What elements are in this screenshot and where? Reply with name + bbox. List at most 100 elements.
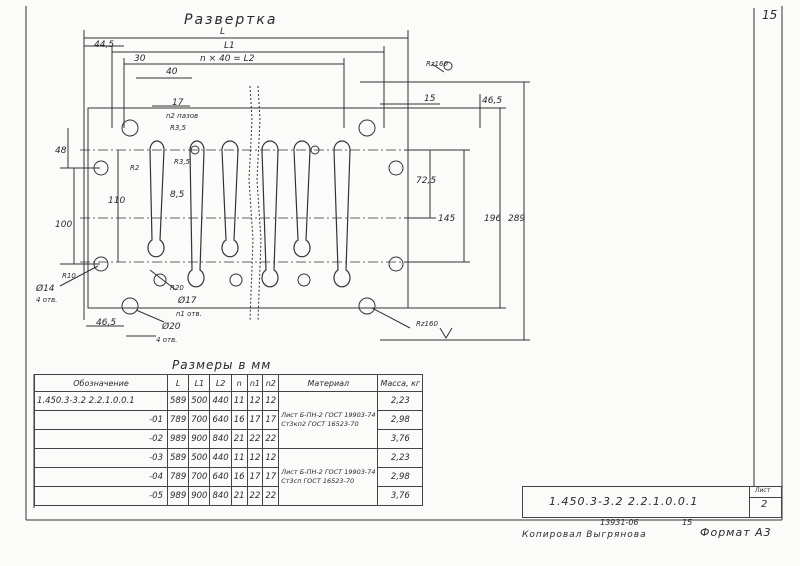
- dim-r2: R2: [130, 164, 140, 172]
- dim-holes14-count: 4 отв.: [36, 296, 58, 304]
- cell-designation: -02: [34, 429, 168, 449]
- dim-L: L: [220, 27, 226, 37]
- dim-145: 145: [438, 214, 456, 224]
- cell-designation: -01: [34, 410, 168, 430]
- dim-n40: n × 40 = L2: [200, 54, 255, 64]
- table-header-row: Обозначение L L1 L2 n n1 n2 Материал Мас…: [34, 374, 424, 392]
- dim-d17: Ø17: [178, 296, 197, 306]
- cell-mass: 3,76: [377, 486, 424, 506]
- col-material: Материал: [278, 374, 379, 392]
- dim-r10: R10: [62, 272, 76, 280]
- dim-n1: n1 отв.: [176, 310, 202, 318]
- dim-46-5-b: 46,5: [96, 318, 117, 328]
- cell-n2: 22: [262, 429, 280, 449]
- cell-n1: 12: [246, 448, 264, 468]
- cell-mass: 3,76: [377, 429, 424, 449]
- dim-30: 30: [134, 54, 146, 64]
- footer-format: Формат А3: [700, 526, 772, 539]
- cell-L1: 500: [188, 391, 211, 411]
- cell-designation: -03: [34, 448, 168, 468]
- cell-designation: 1.450.3-3.2 2.2.1.0.0.1: [34, 391, 168, 411]
- dim-holes14: Ø14: [36, 284, 55, 294]
- col-n1: n1: [246, 374, 264, 392]
- material-b-prefix: Лист: [281, 468, 298, 476]
- dim-r3-5-b: R3,5: [174, 158, 190, 166]
- cell-L2: 640: [209, 410, 232, 430]
- cell-L2: 840: [209, 429, 232, 449]
- material-a-line1: Б-ПН-2 ГОСТ 19903-74: [299, 411, 376, 419]
- cell-n: 11: [230, 448, 248, 468]
- dim-46-5: 46,5: [482, 96, 503, 106]
- footer-number: 15: [682, 518, 693, 527]
- title-block: 1.450.3-3.2 2.2.1.0.0.1 Лист 2: [522, 486, 782, 518]
- col-n2: n2: [262, 374, 280, 392]
- cell-L1: 700: [188, 410, 211, 430]
- col-n: n: [230, 374, 248, 392]
- cell-L2: 440: [209, 391, 232, 411]
- cell-n1: 22: [246, 486, 264, 506]
- cell-L: 589: [166, 448, 190, 468]
- dim-holes20-count: 4 отв.: [156, 336, 178, 344]
- material-b-line1: Б-ПН-2 ГОСТ 19903-74: [299, 468, 376, 476]
- cell-L: 589: [166, 391, 190, 411]
- cell-L1: 900: [188, 429, 211, 449]
- material-a-prefix: Лист: [281, 411, 298, 419]
- cell-L1: 900: [188, 486, 211, 506]
- table-row: -04 789 700 640 16 17 17 2,98: [34, 467, 424, 487]
- cell-n2: 17: [262, 410, 280, 430]
- cell-L: 789: [166, 410, 190, 430]
- col-mass: Масса, кг: [377, 374, 424, 392]
- col-L: L: [166, 374, 190, 392]
- stamp-sheet-cell: Лист 2: [749, 487, 782, 517]
- dim-44-5: 44,5: [94, 40, 115, 50]
- cell-L: 789: [166, 467, 190, 487]
- cell-n: 11: [230, 391, 248, 411]
- cell-n1: 17: [246, 410, 264, 430]
- material-a-line2: Ст3кп2 ГОСТ 16523-70: [281, 420, 359, 428]
- dimensions-table: Обозначение L L1 L2 n n1 n2 Материал Мас…: [34, 374, 424, 506]
- cell-L2: 440: [209, 448, 232, 468]
- stamp-sheet-label: Лист: [755, 487, 771, 494]
- dim-289: 289: [508, 214, 526, 224]
- dim-72-5: 72,5: [416, 176, 437, 186]
- cell-L2: 840: [209, 486, 232, 506]
- cell-designation: -04: [34, 467, 168, 487]
- cell-mass: 2,98: [377, 467, 424, 487]
- dim-L1: L1: [224, 41, 235, 51]
- cell-L: 989: [166, 486, 190, 506]
- cell-n: 16: [230, 410, 248, 430]
- dim-196: 196: [484, 214, 502, 224]
- cell-n2: 12: [262, 391, 280, 411]
- dim-d20: Ø20: [162, 322, 181, 332]
- cell-n: 16: [230, 467, 248, 487]
- cell-material-b: Лист Б-ПН-2 ГОСТ 19903-74 Ст3сп ГОСТ 165…: [278, 448, 379, 506]
- roughness-bottom: Rz160: [416, 320, 438, 328]
- stamp-sheet-number: 2: [761, 499, 768, 510]
- dim-8-5: 8,5: [170, 190, 185, 200]
- table-row: -05 989 900 840 21 22 22 3,76: [34, 486, 424, 506]
- cell-n: 21: [230, 486, 248, 506]
- cell-material-a: Лист Б-ПН-2 ГОСТ 19903-74 Ст3кп2 ГОСТ 16…: [278, 391, 379, 449]
- cell-n1: 17: [246, 467, 264, 487]
- cell-mass: 2,23: [377, 391, 424, 411]
- footer-copied-by: Копировал Выгрянова: [522, 530, 647, 540]
- col-designation: Обозначение: [34, 374, 168, 392]
- table-row: 1.450.3-3.2 2.2.1.0.0.1 589 500 440 11 1…: [34, 391, 424, 449]
- cell-L2: 640: [209, 467, 232, 487]
- cell-n2: 17: [262, 467, 280, 487]
- col-L1: L1: [188, 374, 211, 392]
- dim-100: 100: [55, 220, 73, 230]
- cell-mass: 2,98: [377, 410, 424, 430]
- roughness-top: Rz160: [426, 60, 448, 68]
- cell-L1: 700: [188, 467, 211, 487]
- cell-n: 21: [230, 429, 248, 449]
- dim-r20: R20: [170, 284, 184, 292]
- dim-110: 110: [108, 196, 126, 206]
- dim-48: 48: [55, 146, 67, 156]
- cell-L1: 500: [188, 448, 211, 468]
- footer-code: 13931-06: [600, 518, 639, 527]
- cell-n2: 22: [262, 486, 280, 506]
- cell-designation: -05: [34, 486, 168, 506]
